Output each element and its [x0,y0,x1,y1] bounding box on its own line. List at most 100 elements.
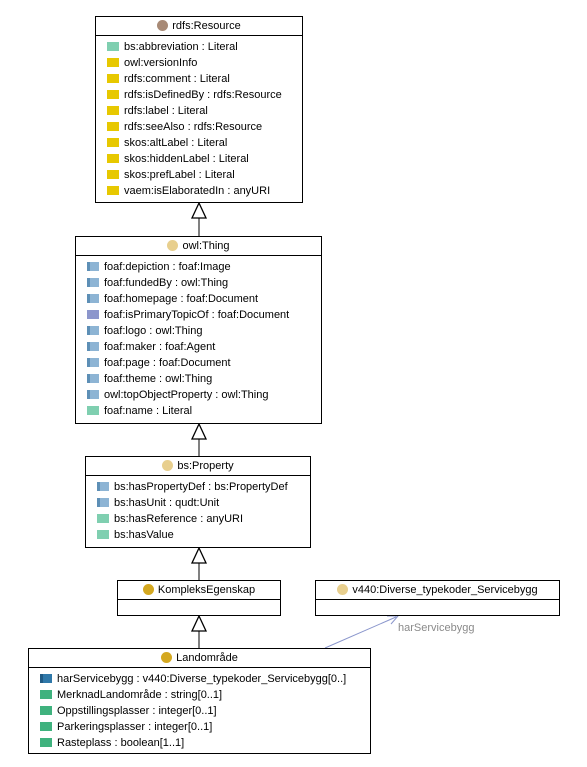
class-v440-diverse-typekoder-servicebygg[interactable]: v440:Diverse_typekoder_Servicebygg [315,580,560,616]
attribute-row[interactable]: rdfs:seeAlso : rdfs:Resource [96,119,302,135]
attribute-text: owl:topObjectProperty : owl:Thing [104,389,269,401]
attribute-row[interactable]: foaf:fundedBy : owl:Thing [76,275,321,291]
class-kompleks-egenskap[interactable]: KompleksEgenskap [117,580,281,616]
class-icon [142,584,154,595]
attribute-row[interactable]: Oppstillingsplasser : integer[0..1] [29,703,370,719]
annotation-property-icon [107,186,119,195]
attribute-text: rdfs:label : Literal [124,105,208,117]
attribute-row[interactable]: harServicebygg : v440:Diverse_typekoder_… [29,671,370,687]
attribute-row[interactable]: skos:altLabel : Literal [96,135,302,151]
class-icon [167,240,179,251]
attribute-text: Rasteplass : boolean[1..1] [57,737,185,749]
class-title: owl:Thing [182,240,230,252]
attribute-list: harServicebygg : v440:Diverse_typekoder_… [29,668,370,751]
class-rdfs-resource[interactable]: rdfs:Resource bs:abbreviation : Literal … [95,16,303,203]
attribute-row[interactable]: Rasteplass : boolean[1..1] [29,735,370,751]
attribute-row[interactable]: owl:versionInfo [96,55,302,71]
object-property-icon [87,358,99,367]
datatype-property-icon [40,706,52,715]
attribute-text: rdfs:seeAlso : rdfs:Resource [124,121,263,133]
annotation-property-icon [107,106,119,115]
attribute-row[interactable]: foaf:maker : foaf:Agent [76,339,321,355]
attribute-list: bs:abbreviation : Literal owl:versionInf… [96,36,302,199]
attribute-text: owl:versionInfo [124,57,198,69]
object-property-icon [87,294,99,303]
attribute-row[interactable]: bs:hasValue [86,527,310,543]
class-icon [161,652,173,663]
literal-property-icon [97,530,109,539]
attribute-text: foaf:fundedBy : owl:Thing [104,277,229,289]
attribute-row[interactable]: rdfs:comment : Literal [96,71,302,87]
attribute-row[interactable]: bs:hasUnit : qudt:Unit [86,495,310,511]
class-header: owl:Thing [76,237,321,256]
object-property-icon [40,674,52,683]
class-header: rdfs:Resource [96,17,302,36]
object-property-icon [87,326,99,335]
association-line-harservicebygg [324,616,397,649]
annotation-property-icon [107,74,119,83]
attribute-text: foaf:logo : owl:Thing [104,325,203,337]
attribute-text: foaf:name : Literal [104,405,193,417]
literal-property-icon [87,406,99,415]
object-property-icon [87,262,99,271]
attribute-text: rdfs:comment : Literal [124,73,230,85]
attribute-row[interactable]: foaf:homepage : foaf:Document [76,291,321,307]
attribute-list: bs:hasPropertyDef : bs:PropertyDef bs:ha… [86,476,310,543]
attribute-row[interactable]: owl:topObjectProperty : owl:Thing [76,387,321,403]
attribute-row[interactable]: MerknadLandområde : string[0..1] [29,687,370,703]
attribute-row[interactable]: foaf:depiction : foaf:Image [76,259,321,275]
annotation-property-icon [107,170,119,179]
attribute-row[interactable]: foaf:isPrimaryTopicOf : foaf:Document [76,307,321,323]
annotation-property-icon [107,122,119,131]
generalization-arrowhead-icon [190,546,208,564]
attribute-text: foaf:page : foaf:Document [104,357,231,369]
attribute-text: bs:hasUnit : qudt:Unit [114,497,220,509]
association-arrowhead-icon [387,615,400,625]
attribute-text: bs:hasPropertyDef : bs:PropertyDef [114,481,288,493]
attribute-row[interactable]: foaf:theme : owl:Thing [76,371,321,387]
attribute-row[interactable]: rdfs:label : Literal [96,103,302,119]
class-title: KompleksEgenskap [157,584,256,596]
attribute-row[interactable]: foaf:logo : owl:Thing [76,323,321,339]
attribute-text: foaf:theme : owl:Thing [104,373,213,385]
attribute-text: foaf:isPrimaryTopicOf : foaf:Document [104,309,290,321]
attribute-text: bs:hasValue [114,529,174,541]
datatype-property-icon [40,738,52,747]
class-icon [157,20,169,31]
attribute-row[interactable]: Parkeringsplasser : integer[0..1] [29,719,370,735]
attribute-row[interactable]: skos:hiddenLabel : Literal [96,151,302,167]
class-bs-property[interactable]: bs:Property bs:hasPropertyDef : bs:Prope… [85,456,311,548]
attribute-row[interactable]: rdfs:isDefinedBy : rdfs:Resource [96,87,302,103]
datatype-property-icon [40,690,52,699]
attribute-row[interactable]: foaf:name : Literal [76,403,321,419]
attribute-text: skos:hiddenLabel : Literal [124,153,249,165]
attribute-row[interactable]: bs:abbreviation : Literal [96,39,302,55]
class-title: rdfs:Resource [172,20,241,32]
class-header: KompleksEgenskap [118,581,280,600]
attribute-row[interactable]: vaem:isElaboratedIn : anyURI [96,183,302,199]
class-landomrade[interactable]: Landområde harServicebygg : v440:Diverse… [28,648,371,754]
generalization-arrowhead-icon [190,614,208,632]
attribute-list: foaf:depiction : foaf:Image foaf:fundedB… [76,256,321,419]
attribute-row[interactable]: skos:prefLabel : Literal [96,167,302,183]
annotation-property-icon [107,58,119,67]
literal-property-icon [107,42,119,51]
object-property-icon [87,374,99,383]
class-header: bs:Property [86,457,310,476]
attribute-row[interactable]: foaf:page : foaf:Document [76,355,321,371]
attribute-text: bs:abbreviation : Literal [124,41,238,53]
attribute-row[interactable]: bs:hasReference : anyURI [86,511,310,527]
annotation-property-icon [107,138,119,147]
attribute-text: Parkeringsplasser : integer[0..1] [57,721,213,733]
annotation-property-icon [107,90,119,99]
attribute-text: foaf:homepage : foaf:Document [104,293,259,305]
class-icon [337,584,349,595]
annotation-property-icon [107,154,119,163]
attribute-row[interactable]: bs:hasPropertyDef : bs:PropertyDef [86,479,310,495]
class-owl-thing[interactable]: owl:Thing foaf:depiction : foaf:Image fo… [75,236,322,424]
generalization-arrowhead-icon [190,422,208,440]
class-title: v440:Diverse_typekoder_Servicebygg [352,584,538,596]
class-header: v440:Diverse_typekoder_Servicebygg [316,581,559,600]
attribute-text: skos:prefLabel : Literal [124,169,235,181]
